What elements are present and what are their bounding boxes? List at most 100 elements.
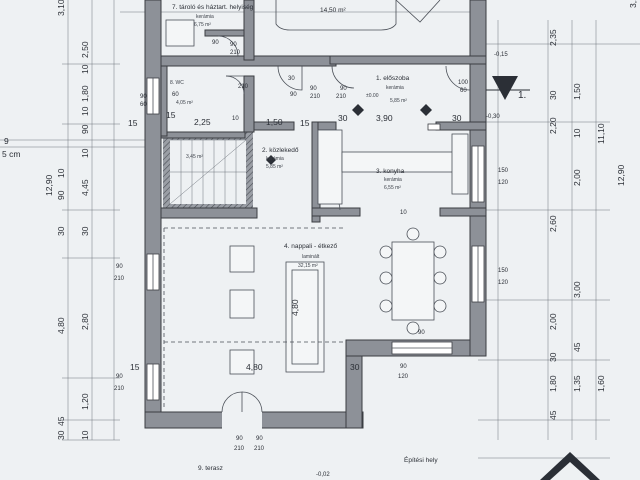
room-storage-floor: kerámia [196,14,214,20]
room-hall-name: 1. előszoba [376,75,410,82]
kitchen-counters [317,129,469,205]
dim-i-210h: 210 [254,446,265,452]
dim-i-210d: 210 [336,94,347,100]
dim-i-90c: 90 [310,86,317,92]
room-terrace-name: 9. terasz [198,465,223,472]
dim-r-135: 1,35 [572,375,582,392]
dim-l-1290: 12,90 [44,174,54,196]
dim-r-150: 1,50 [572,83,582,100]
dim-i-150b: 150 [498,168,509,174]
dining-table [379,227,447,335]
dim-i-150c: 150 [498,268,509,274]
dim-r-30a: 30 [548,90,558,100]
room-wc-name: 8. WC [170,80,184,86]
dim-i-90f: 90 [116,374,123,380]
dim-r-300: 3,00 [572,281,582,298]
dim-i-90d: 90 [340,86,347,92]
right-dimension-chains [120,11,640,459]
dim-i-30b: 30 [338,113,348,123]
room-hall-floor: kerámia [386,85,404,91]
dim-i-30d: 30 [350,362,360,372]
dim-l-250: 2,50 [80,41,90,58]
dim-l-120: 1,20 [80,393,90,410]
dim-l-90b: 90 [56,190,66,200]
dim-i-225: 2,25 [194,117,211,127]
room-wc-area: 4,05 m² [176,100,193,106]
dim-i-90j: 90 [418,330,425,336]
dim-i-60c: 60 [172,92,179,98]
dim-r-45: 45 [572,342,582,352]
dim-r-220: 2,20 [548,117,558,134]
room-living-area: 32,15 m² [298,263,318,269]
dim-i-90h: 90 [236,436,243,442]
dim-left-310: 3,10 [56,0,66,16]
dim-l-10b: 10 [80,106,90,116]
dim-i-210a: 210 [230,50,241,56]
dim-i-120: 120 [498,180,509,186]
left-dimension-chains [0,0,150,441]
dim-i-120c: 120 [398,374,409,380]
dim-r-45b: 45 [548,410,558,420]
dim-i-10b: 10 [400,210,407,216]
dim-r-160: 1,60 [596,375,606,392]
dim-i-100: 100 [458,80,469,86]
dim-i-90l: 90 [290,92,297,98]
dim-i-90g: 90 [400,364,407,370]
dim-i-30c: 30 [452,113,462,123]
dim-l-445: 4,45 [80,179,90,196]
room-stair-area: 3,45 m² [186,154,203,160]
dim-l-10a: 10 [80,64,90,74]
dim-i-15c: 15 [130,362,140,372]
dim-l-15: 15 [128,118,138,128]
dim-i-15: 15 [166,110,176,120]
dim-r-235: 2,35 [548,29,558,46]
room-corridor-area: 5,85 m² [266,164,283,170]
dim-i-15b: 15 [300,118,310,128]
dim-l-480: 4,80 [56,317,66,334]
garage-top [165,0,441,47]
dim-i-210c: 210 [310,94,321,100]
room-labels: 7. tároló és háztart. helyiség kerámia 6… [170,4,526,478]
room-hall-level: ±0.00 [366,93,379,99]
room-corridor-floor: kerámia [266,156,284,162]
left-dimension-labels: 2,50 10 1,80 10 90 10 12,90 4,45 10 90 3… [2,0,138,440]
dim-r-200: 2,00 [572,169,582,186]
living-furniture [163,227,346,410]
dim-i-390: 3,90 [376,113,393,123]
room-storage-area: 6,75 m² [194,22,211,28]
dim-i-480: 4,80 [246,362,263,372]
interior-dimension-labels: 90 210 90 60 210 30 90 210 90 210 100 60… [114,40,509,452]
dim-l-45: 45 [56,416,66,426]
room-garage-area: 14,50 m² [320,7,346,14]
room-hall-area: 5,85 m² [390,98,407,104]
dim-i-210b: 210 [238,84,249,90]
room-kitchen-area: 6,55 m² [384,185,401,191]
dim-i-210e: 210 [114,276,125,282]
room-corridor-name: 2. közlekedő [262,147,299,154]
dim-r-10: 10 [572,128,582,138]
level-a: -0,15 [494,52,508,58]
dim-l-90: 90 [80,124,90,134]
dim-i-60: 60 [140,102,147,108]
room-storage-name: 7. tároló és háztart. helyiség [172,4,254,11]
level-b: -0,30 [486,114,500,120]
terrace-door [221,391,263,430]
entrance-label: 1. [518,90,526,101]
dim-i-90b: 90 [140,94,147,100]
dim-l-30b: 30 [80,226,90,236]
dim-i-30a: 30 [288,76,295,82]
dim-l-10c: 10 [80,148,90,158]
entrance-marker [486,76,530,100]
windows [146,77,485,401]
level-c: -0,02 [316,472,330,478]
level-marker [352,104,364,116]
dim-i-90e: 90 [116,264,123,270]
dim-sh-cm: 5 cm [2,149,20,159]
dim-l-280: 2,80 [80,313,90,330]
dim-l-10d: 10 [56,168,66,178]
sofa-length: 4,80 [290,299,300,316]
room-kitchen-name: 3. konyha [376,168,405,175]
dim-l-30: 30 [56,226,66,236]
